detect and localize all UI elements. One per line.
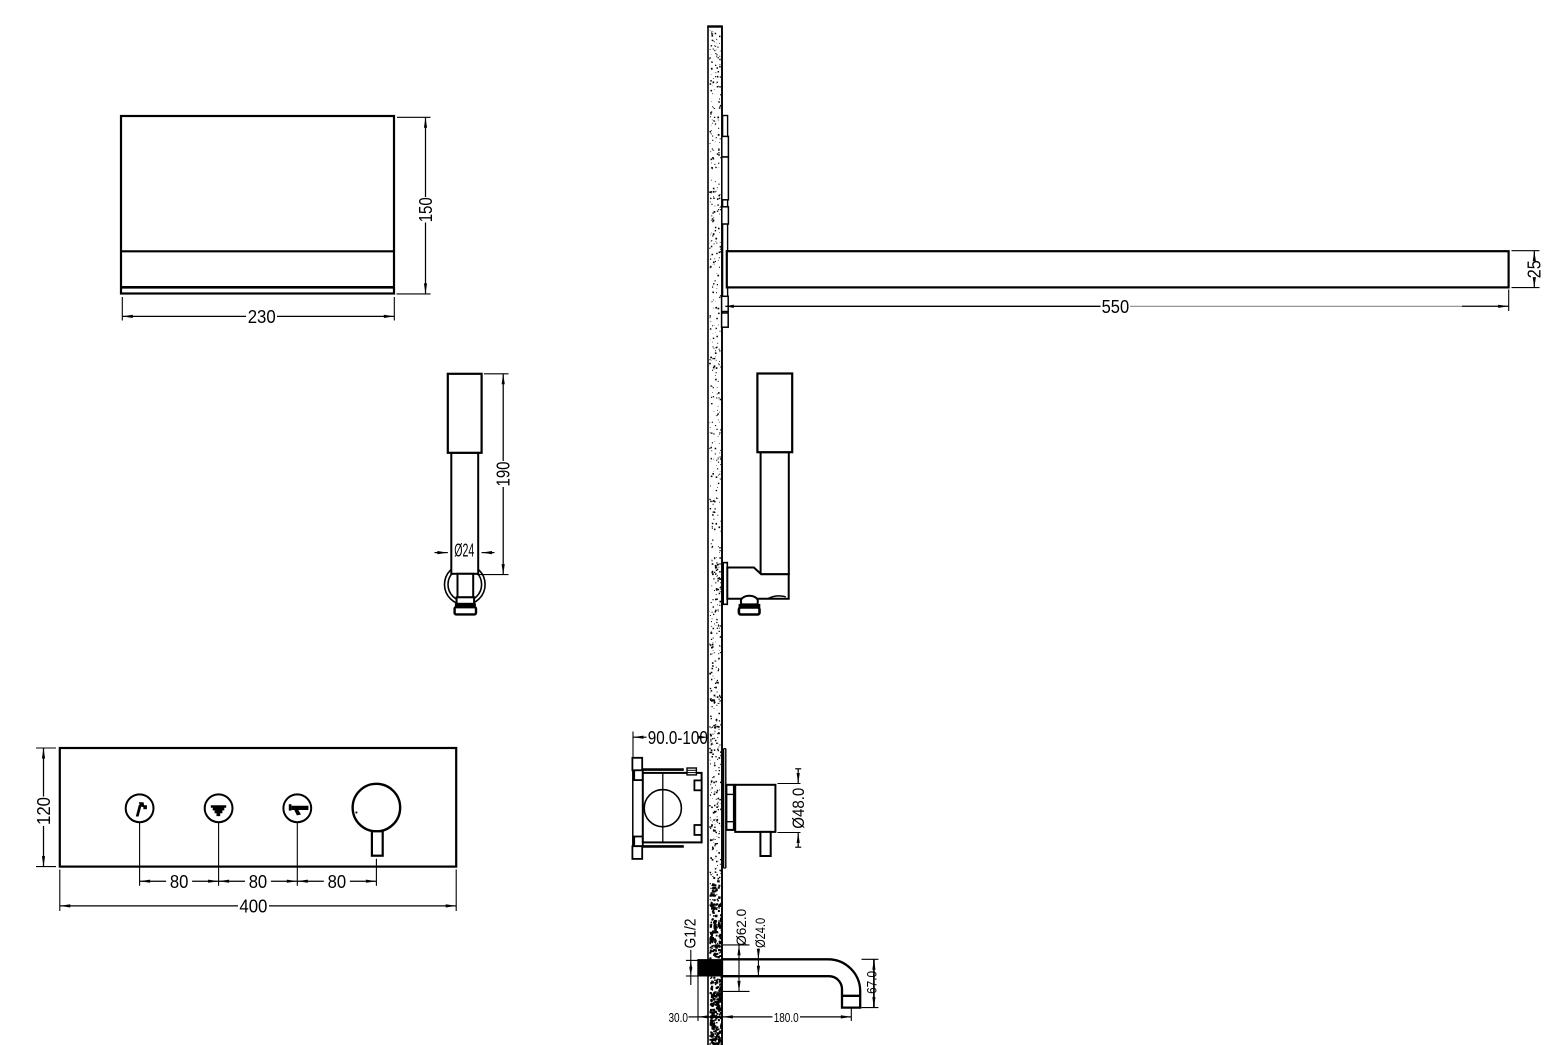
svg-text:80: 80 (249, 871, 268, 892)
svg-text:230: 230 (248, 306, 276, 327)
svg-text:Ø24.0: Ø24.0 (752, 918, 768, 948)
svg-text:30.0: 30.0 (668, 1010, 688, 1025)
svg-text:Ø62.0: Ø62.0 (733, 909, 749, 946)
svg-text:400: 400 (239, 896, 267, 917)
svg-text:120: 120 (33, 797, 54, 825)
svg-text:80: 80 (170, 871, 189, 892)
svg-text:25: 25 (1523, 260, 1544, 278)
svg-text:550: 550 (1102, 296, 1130, 317)
svg-text:90.0-100: 90.0-100 (648, 727, 708, 748)
svg-text:Ø24: Ø24 (454, 539, 474, 560)
svg-text:Ø48.0: Ø48.0 (790, 788, 808, 829)
svg-text:G1/2: G1/2 (683, 918, 700, 948)
svg-text:180.0: 180.0 (774, 1010, 799, 1025)
svg-text:150: 150 (415, 197, 436, 222)
svg-text:67.0: 67.0 (865, 971, 880, 994)
svg-text:80: 80 (328, 871, 347, 892)
svg-text:190: 190 (493, 462, 514, 487)
